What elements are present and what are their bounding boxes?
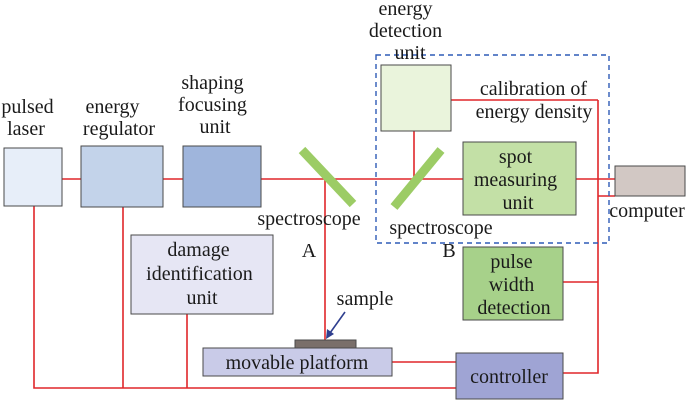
computer-box[interactable]: [614, 165, 686, 197]
energy-detection-unit-box[interactable]: [380, 64, 452, 132]
spectroscope-a-label: spectroscope: [257, 208, 360, 230]
bus-laser-controller: [33, 206, 456, 389]
computer-label: computer: [609, 200, 685, 222]
energy-regulator-box[interactable]: [80, 145, 164, 208]
controller-box[interactable]: [455, 352, 564, 400]
pulse-width-detection-box[interactable]: [462, 246, 564, 321]
energy-detection-unit-label: energy detection unit: [369, 0, 447, 64]
right-bus: [563, 100, 599, 374]
controller-label: controller: [470, 366, 548, 388]
spectroscope-b-group-frame: [375, 54, 610, 244]
energy-regulator-label: energy regulator: [83, 96, 156, 140]
spot-measuring-unit-box[interactable]: [462, 141, 577, 216]
sample-block[interactable]: [294, 339, 357, 349]
spectroscope-b-mirror: [390, 147, 445, 210]
calibration-energy-density-label: calibration of energy density: [476, 78, 593, 123]
movable-platform-box[interactable]: [202, 347, 393, 377]
spectroscope-b-tag: B: [442, 240, 455, 262]
shaping-focusing-unit-box[interactable]: [182, 145, 262, 208]
spectroscope-a-mirror: [298, 146, 357, 208]
damage-identification-unit-box[interactable]: [130, 234, 274, 315]
spectroscope-b-label: spectroscope: [389, 217, 492, 239]
shaping-focusing-unit-label: shaping focusing unit: [178, 72, 252, 138]
spot-measuring-unit-label: spot measuring unit: [474, 146, 562, 214]
pulsed-laser-label: pulsed laser: [1, 96, 58, 140]
sample-label: sample: [337, 288, 394, 310]
pulse-width-detection-label: pulse width detection: [477, 251, 550, 319]
pulsed-laser-box[interactable]: [3, 147, 63, 207]
sample-pointer-arrow: [326, 311, 346, 339]
damage-identification-unit-label: damage identification unit: [146, 239, 258, 309]
spectroscope-a-tag: A: [302, 240, 317, 262]
movable-platform-label: movable platform: [226, 352, 369, 374]
